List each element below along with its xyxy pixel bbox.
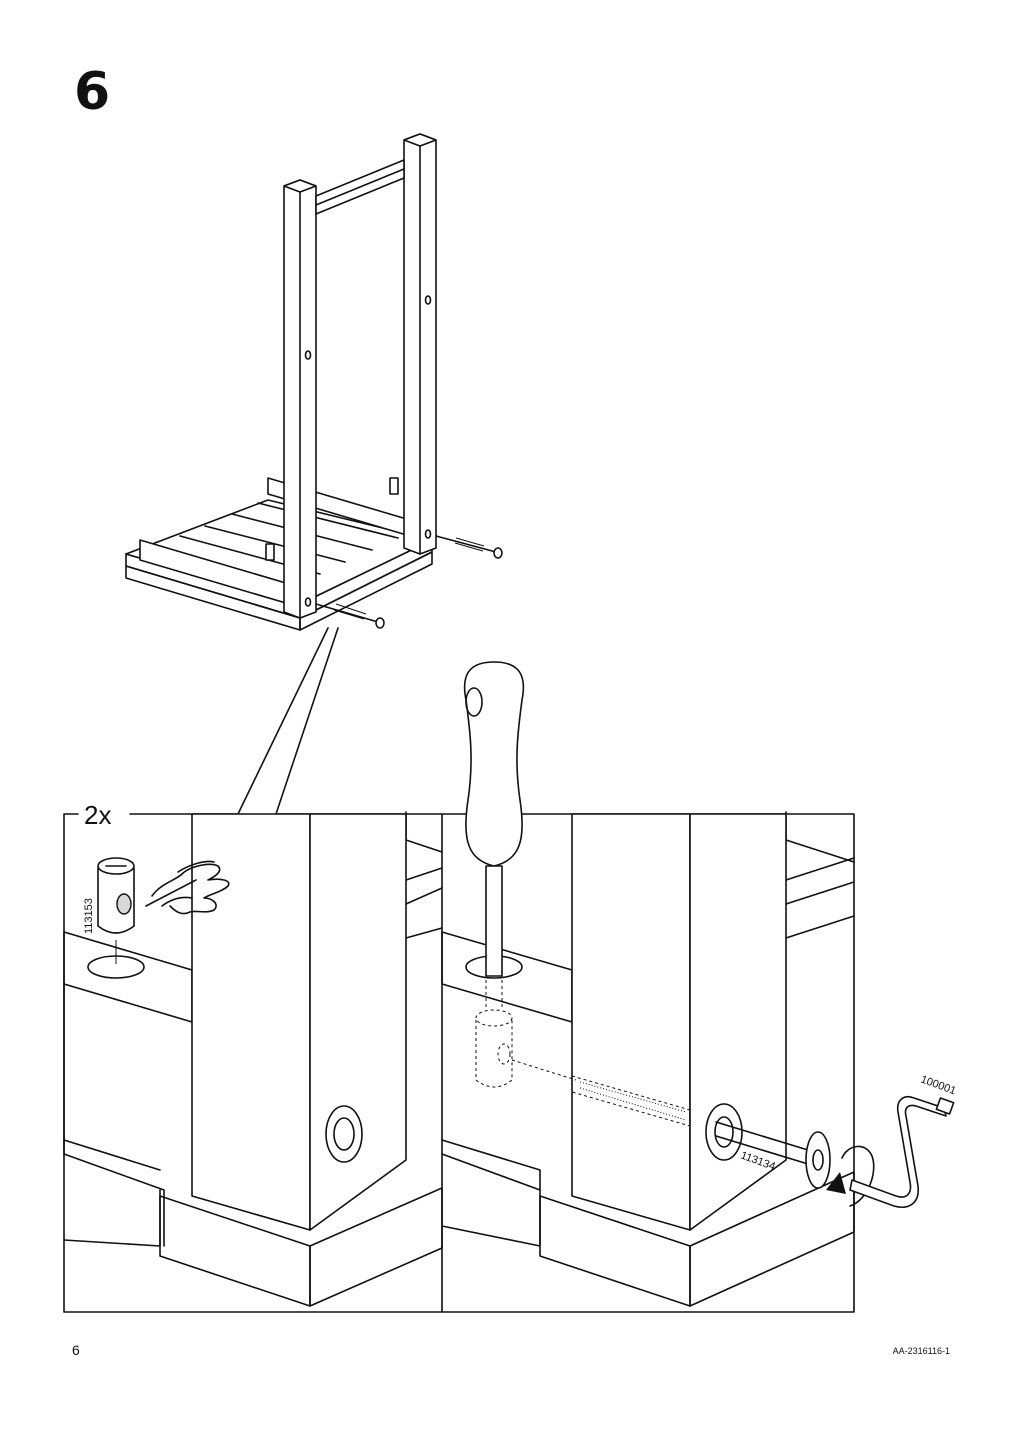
bolt-rear [435,535,503,559]
hand-pointer-icon [145,860,230,915]
barrel-nut-part-number: 113153 [83,898,95,934]
right-panel-drawing [441,661,955,1307]
document-code: AA-2316116-1 [892,1346,950,1356]
screwdriver-icon [463,661,525,977]
barrel-nut [97,857,135,934]
page-number: 6 [72,1342,80,1358]
quantity-label: 2x [84,800,111,830]
allen-key-part-number: 100001 [919,1074,958,1098]
bolt [571,1075,831,1189]
stool-frame-drawing [125,133,503,631]
barrel-nut-hidden [475,980,513,1088]
allen-key-icon [849,1096,955,1208]
rotation-arrow-icon [826,1145,875,1207]
bolt-front [315,603,385,629]
step-number: 6 [74,62,111,122]
left-panel-drawing [63,811,443,1307]
